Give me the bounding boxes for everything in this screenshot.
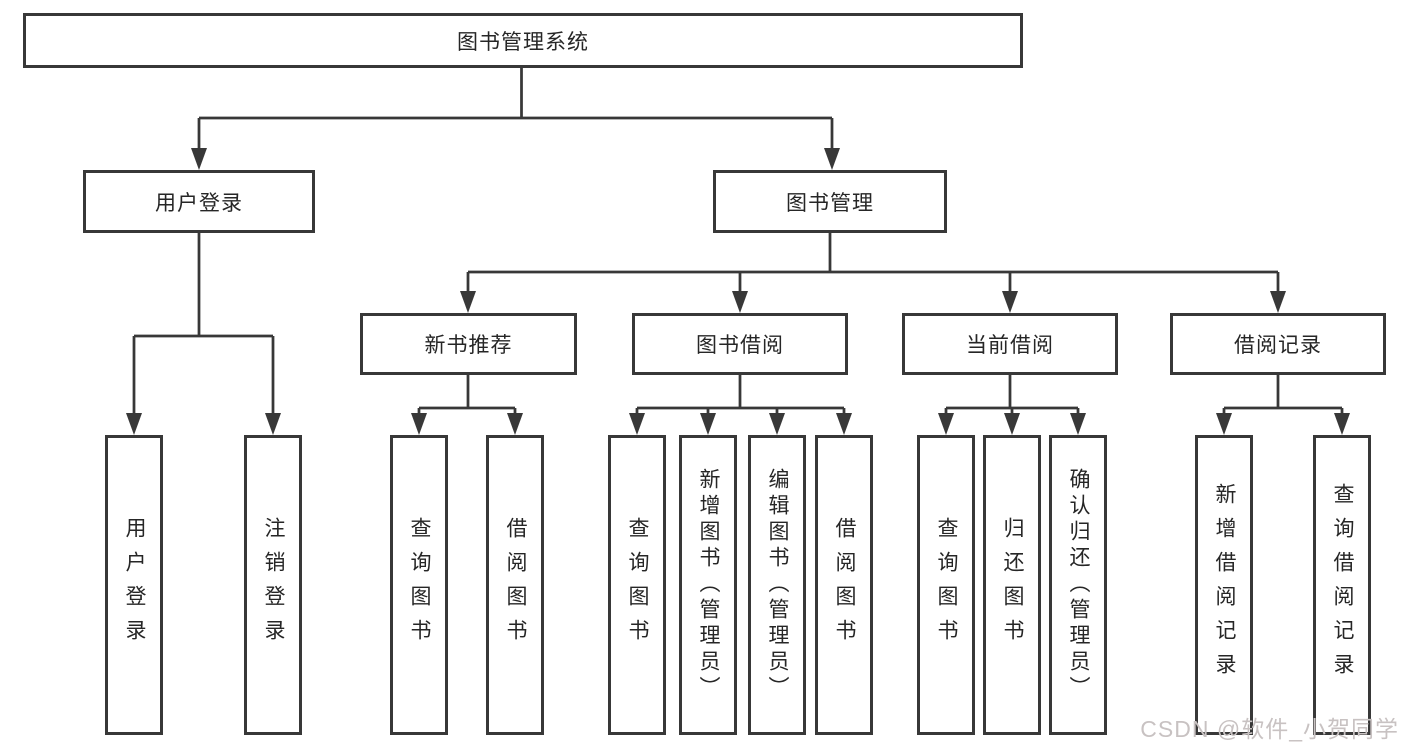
leaf-label: 确认归还（管理员） (1067, 468, 1090, 702)
csdn-watermark: CSDN @软件_小贺同学 (1140, 716, 1399, 742)
leaf-query-borrow-record: 查询借阅记录 (1313, 435, 1371, 735)
node-root-system: 图书管理系统 (23, 13, 1023, 68)
node-borrow-records: 借阅记录 (1170, 313, 1386, 375)
leaf-query-books-current: 查询图书 (917, 435, 975, 735)
leaf-label: 归还图书 (1001, 517, 1024, 653)
connector-strokes (132, 68, 1344, 416)
leaf-label: 新增借阅记录 (1213, 483, 1236, 687)
leaf-logout: 注销登录 (244, 435, 302, 735)
leaf-query-books-recommend: 查询图书 (390, 435, 448, 735)
node-book-borrow: 图书借阅 (632, 313, 848, 375)
node-user-login: 用户登录 (83, 170, 315, 233)
leaf-label: 查询图书 (626, 517, 649, 653)
leaf-add-borrow-record: 新增借阅记录 (1195, 435, 1253, 735)
leaf-label: 用户登录 (123, 517, 146, 653)
leaf-label: 查询图书 (408, 517, 431, 653)
leaf-add-book-admin: 新增图书（管理员） (679, 435, 737, 735)
leaf-label: 编辑图书（管理员） (766, 468, 789, 702)
leaf-borrow-books: 借阅图书 (815, 435, 873, 735)
leaf-label: 借阅图书 (504, 517, 527, 653)
leaf-confirm-return-admin: 确认归还（管理员） (1049, 435, 1107, 735)
leaf-borrow-books-recommend: 借阅图书 (486, 435, 544, 735)
leaf-query-books-borrow: 查询图书 (608, 435, 666, 735)
node-book-management: 图书管理 (713, 170, 947, 233)
leaf-edit-book-admin: 编辑图书（管理员） (748, 435, 806, 735)
leaf-return-books: 归还图书 (983, 435, 1041, 735)
arrowheads (126, 148, 1350, 435)
leaf-label: 查询借阅记录 (1331, 483, 1354, 687)
leaf-label: 查询图书 (935, 517, 958, 653)
node-new-book-recommend: 新书推荐 (360, 313, 577, 375)
leaf-user-login: 用户登录 (105, 435, 163, 735)
node-current-borrow: 当前借阅 (902, 313, 1118, 375)
leaf-label: 借阅图书 (833, 517, 856, 653)
leaf-label: 新增图书（管理员） (697, 468, 720, 702)
leaf-label: 注销登录 (262, 517, 285, 653)
